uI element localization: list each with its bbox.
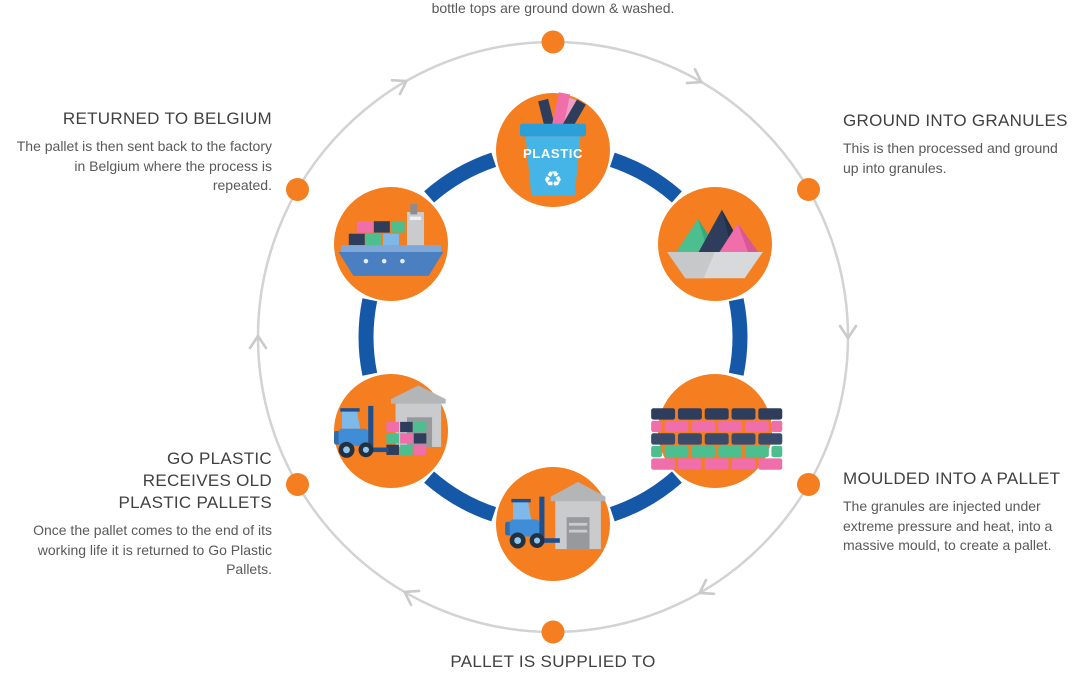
cycle-arc xyxy=(609,471,682,522)
step-text-granules: GROUND INTO GRANULES This is then proces… xyxy=(843,110,1075,178)
coloured-boxes xyxy=(386,421,427,455)
ring-node-dot xyxy=(286,473,309,496)
bin-label: PLASTIC xyxy=(523,146,583,161)
ring-direction-arrows xyxy=(248,67,858,607)
step-node-forklift-pallets xyxy=(334,373,448,488)
step-node-pallet-stack xyxy=(651,373,783,488)
step-title: GO PLASTIC RECEIVES OLD PLASTIC PALLETS xyxy=(118,449,272,513)
step-title: RETURNED TO BELGIUM xyxy=(62,109,272,128)
ring-node-dot xyxy=(541,620,565,644)
cycle-arc xyxy=(358,298,378,376)
step-description: The granules are injected under extreme … xyxy=(843,498,1053,554)
step-node-ship xyxy=(334,186,448,301)
inner-cycle-arcs xyxy=(358,152,748,522)
step-description: bottle tops are ground down & washed. xyxy=(431,0,675,16)
step-description: The pallet is then sent back to the fact… xyxy=(16,138,272,194)
ring-arrow-icon xyxy=(403,589,421,607)
recycle-bin-icon: PLASTIC ♻ xyxy=(519,92,587,196)
step-description: This is then processed and ground up int… xyxy=(843,140,1058,176)
step-text-receives: GO PLASTIC RECEIVES OLD PLASTIC PALLETS … xyxy=(14,448,272,580)
granule-piles-icon xyxy=(667,209,763,278)
step-node-granules xyxy=(658,186,772,301)
cycle-arc xyxy=(424,471,497,522)
step-text-washed: bottle tops are ground down & washed. xyxy=(403,0,703,19)
ring-step-dots xyxy=(286,30,820,644)
forklift-with-pallets-icon xyxy=(334,384,446,458)
step-title: PALLET IS SUPPLIED TO xyxy=(450,652,656,671)
ring-arrow-icon xyxy=(698,578,716,596)
ring-arrow-icon xyxy=(838,324,858,340)
step-node-forklift-warehouse xyxy=(496,467,610,581)
step-title: MOULDED INTO A PALLET xyxy=(843,469,1061,488)
step-text-moulded: MOULDED INTO A PALLET The granules are i… xyxy=(843,468,1080,556)
step-node-recycle-bin: PLASTIC ♻ xyxy=(496,92,610,207)
ring-arrow-icon xyxy=(685,67,703,85)
ring-node-dot xyxy=(797,473,820,496)
cycle-arc xyxy=(424,152,497,203)
stacked-pallets-icon xyxy=(651,407,783,470)
ring-node-dot xyxy=(541,30,565,54)
step-description: Once the pallet comes to the end of its … xyxy=(33,522,272,578)
ring-arrow-icon xyxy=(248,334,268,350)
ring-node-dot xyxy=(797,178,820,201)
cycle-arc xyxy=(609,152,682,203)
step-text-returned: RETURNED TO BELGIUM The pallet is then s… xyxy=(14,108,272,196)
ring-arrow-icon xyxy=(390,78,408,96)
ring-node-dot xyxy=(286,178,309,201)
step-text-supplied: PALLET IS SUPPLIED TO xyxy=(403,651,703,680)
cycle-arc xyxy=(728,298,748,376)
recycle-symbol-icon: ♻ xyxy=(543,166,562,191)
forklift-at-warehouse-icon xyxy=(505,481,606,550)
cargo-ship-icon xyxy=(338,203,444,276)
step-title: GROUND INTO GRANULES xyxy=(843,111,1068,130)
